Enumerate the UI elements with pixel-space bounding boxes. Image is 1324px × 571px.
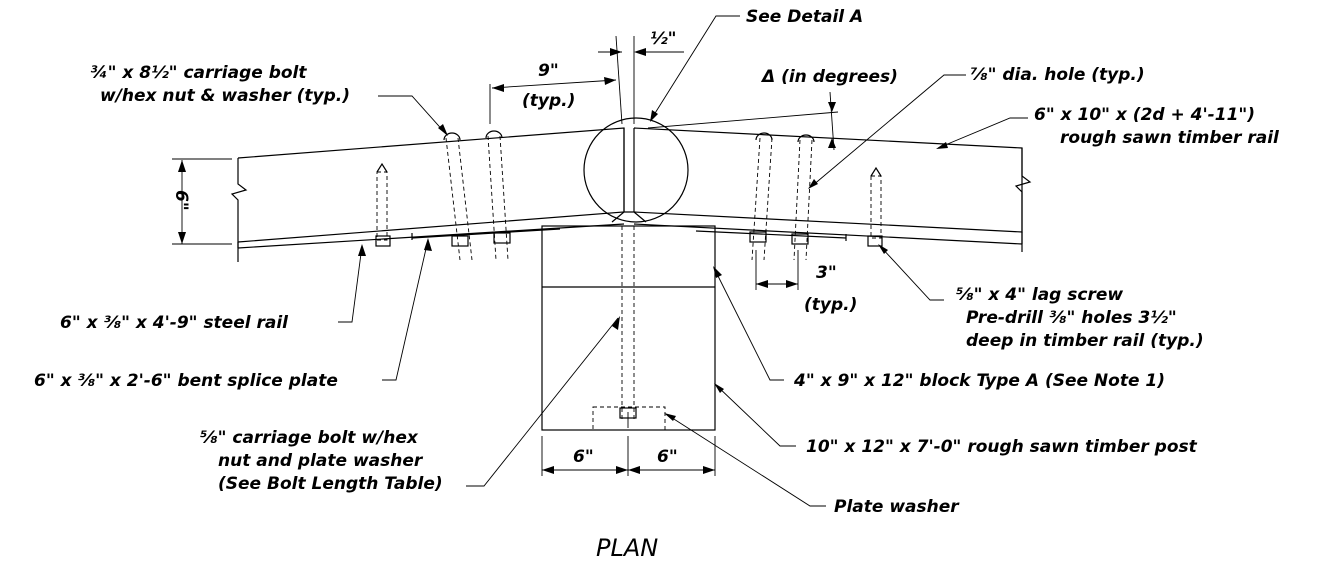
label-lag-line1: ⅝" x 4" lag screw — [956, 285, 1123, 305]
label-dim-6-left: 6" — [573, 447, 594, 467]
timber-post — [541, 225, 716, 431]
label-dim-9-typ: (typ.) — [522, 91, 575, 111]
label-dim-half: ½" — [650, 29, 676, 49]
label-block: 4" x 9" x 12" block Type A (See Note 1) — [793, 371, 1165, 391]
label-carriage-bolt-34-line1: ¾" x 8½" carriage bolt — [90, 63, 307, 83]
label-hole: ⅞" dia. hole (typ.) — [970, 65, 1145, 85]
label-dim-6-rotated: 6" — [171, 190, 191, 211]
label-steel-rail: 6" x ⅜" x 4'-9" steel rail — [60, 313, 289, 333]
label-dim-3: 3" — [816, 263, 837, 283]
label-timber-rail-line1: 6" x 10" x (2d + 4'-11") — [1034, 105, 1255, 125]
plate-washer — [592, 406, 666, 431]
right-timber-rail — [633, 127, 1032, 252]
label-carriage-bolt-58-line2: nut and plate washer — [218, 451, 424, 471]
label-timber-rail-line2: rough sawn timber rail — [1060, 128, 1280, 148]
label-dim-3-typ: (typ.) — [804, 295, 857, 315]
label-carriage-bolt-58-line1: ⅝" carriage bolt w/hex — [200, 428, 419, 448]
label-lag-line2: Pre-drill ⅜" holes 3½" — [966, 308, 1177, 328]
label-dim-6-right: 6" — [657, 447, 678, 467]
label-carriage-bolt-58-line3: (See Bolt Length Table) — [218, 474, 443, 494]
label-carriage-bolt-34-line2: w/hex nut & washer (typ.) — [100, 86, 350, 106]
label-lag-line3: deep in timber rail (typ.) — [966, 331, 1204, 351]
leaders — [338, 15, 1028, 507]
label-plate-washer: Plate washer — [834, 497, 960, 517]
diagram-title: PLAN — [596, 534, 658, 562]
dimensions — [172, 35, 839, 476]
label-splice-plate: 6" x ⅜" x 2'-6" bent splice plate — [34, 371, 338, 391]
center-joint — [583, 117, 689, 223]
bolts — [375, 130, 883, 261]
labels: ¾" x 8½" carriage bolt w/hex nut & washe… — [34, 7, 1280, 562]
label-dim-9: 9" — [538, 61, 559, 81]
label-delta: Δ (in degrees) — [760, 67, 898, 87]
detail-a-circle — [583, 117, 689, 223]
label-post: 10" x 12" x 7'-0" rough sawn timber post — [806, 437, 1198, 457]
label-see-detail-a: See Detail A — [746, 7, 863, 27]
